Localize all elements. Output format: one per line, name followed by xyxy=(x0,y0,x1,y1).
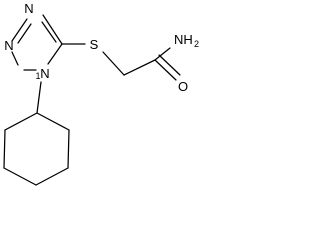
bond-n-top-n-left-double xyxy=(17,23,32,44)
atom-n-ring-locant: 1 xyxy=(35,71,40,81)
bond-n1-c5 xyxy=(47,43,63,65)
bond-carbonyl-o xyxy=(154,59,177,81)
molecule-structure: N N N 1 S NH 2 O xyxy=(3,1,199,186)
bond-n1-cyclohexyl xyxy=(36,81,42,114)
bond-cy-4 xyxy=(3,167,37,186)
tetrazole-ring xyxy=(11,14,63,71)
bond-c5-n-top-double xyxy=(41,21,57,43)
bond-carbonyl-o-double xyxy=(158,54,181,76)
bond-n-left-n-left2 xyxy=(11,51,19,66)
bond-cy-3 xyxy=(35,167,69,186)
bond-s-ch2 xyxy=(102,51,125,76)
bond-c5-n-top xyxy=(42,14,63,45)
bond-cy-5 xyxy=(3,129,6,169)
atom-s: S xyxy=(90,37,99,52)
atom-n-left: N xyxy=(4,38,13,53)
atom-o: O xyxy=(178,79,188,94)
bond-cy-1 xyxy=(36,112,70,131)
bond-cy-6 xyxy=(4,112,38,131)
atom-n-top: N xyxy=(24,1,33,16)
bond-ch2-carbonyl xyxy=(123,59,156,76)
cyclohexane-ring xyxy=(3,112,70,186)
atom-nh2: NH xyxy=(174,32,193,47)
atom-nh2-subscript: 2 xyxy=(194,39,199,49)
bond-carbonyl-nh2 xyxy=(154,47,171,61)
bond-n-top-n-left xyxy=(11,18,28,42)
bond-cy-2 xyxy=(67,129,70,169)
atom-n-ring: N xyxy=(40,66,49,81)
